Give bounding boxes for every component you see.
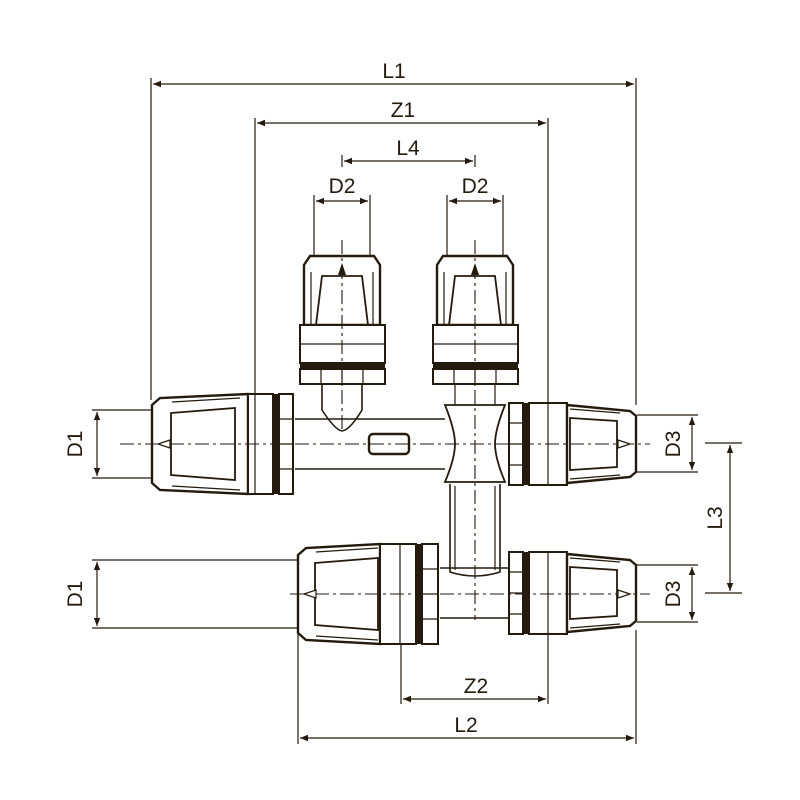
label-d3-bottom: D3 [662,581,685,608]
dimension-d2-right: D2 [446,175,504,256]
label-z1: Z1 [391,99,416,122]
label-d3-top: D3 [662,431,685,458]
dimension-l4: L4 [341,137,476,167]
dimension-l3: L3 [704,442,742,594]
dimension-d3-bottom: D3 [637,564,698,623]
dimension-d3-top: D3 [637,414,698,473]
label-d2-left: D2 [329,175,356,198]
label-l1: L1 [382,60,405,83]
label-z2: Z2 [464,675,489,698]
dimension-l2: L2 [297,630,637,744]
connector-outlet-top [508,402,638,486]
label-d1-top: D1 [64,431,87,458]
label-l4: L4 [396,137,420,160]
connector-outlet-bottom [508,551,638,635]
dimension-l1: L1 [150,60,637,405]
dimension-d1-top: D1 [64,409,153,479]
label-d1-bottom: D1 [64,581,87,608]
label-d2-right: D2 [462,175,489,198]
dimension-d2-left: D2 [313,175,371,256]
dimension-z1: Z1 [254,99,549,403]
label-l3: L3 [704,506,727,529]
dimension-z2: Z2 [400,630,549,704]
dimension-d1-bottom: D1 [64,559,300,629]
center-lines [120,240,650,620]
label-l2: L2 [454,714,477,737]
